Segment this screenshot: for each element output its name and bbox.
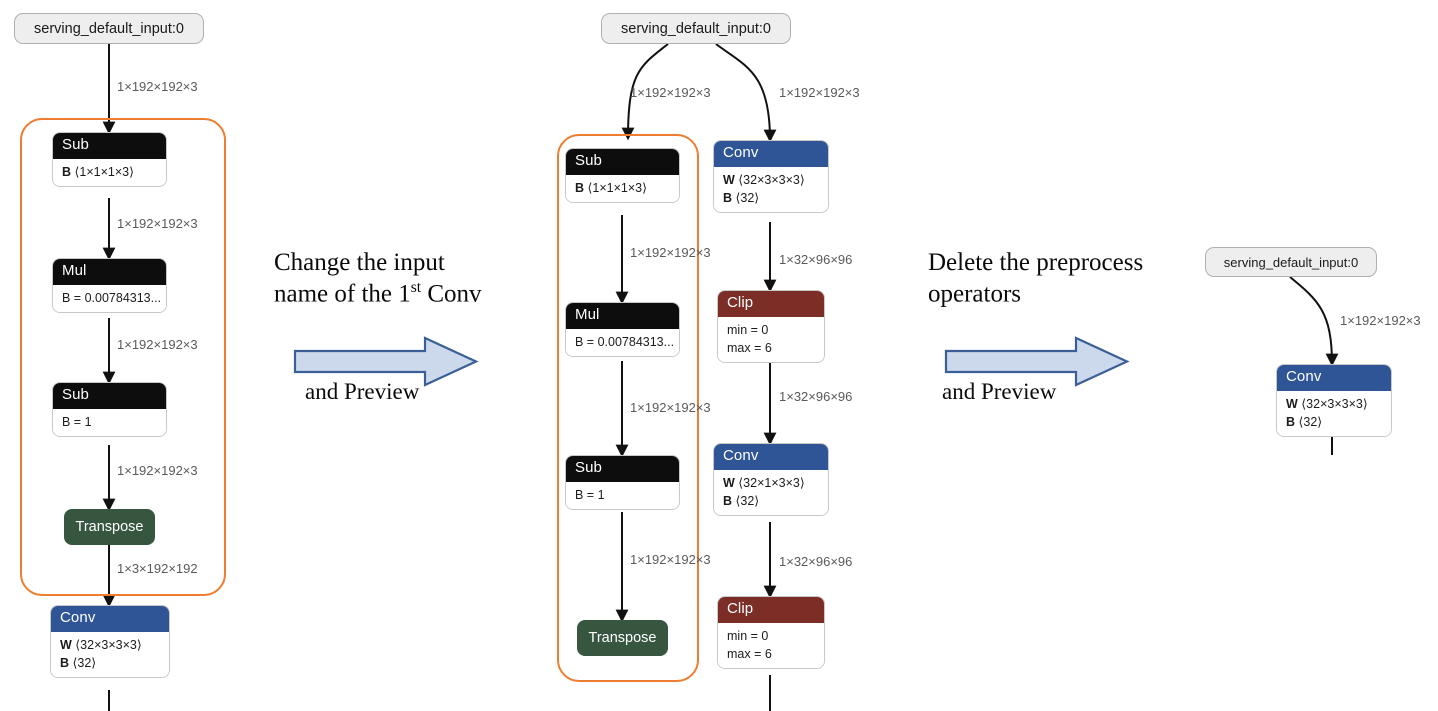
node-body: W ⟨32×3×3×3⟩ B ⟨32⟩ <box>51 631 169 677</box>
node-clip-2-middle[interactable]: Clip min = 0 max = 6 <box>717 596 825 669</box>
node-attr-row: W ⟨32×3×3×3⟩ <box>60 637 142 652</box>
node-header: Conv <box>1277 365 1391 391</box>
node-header: Sub <box>566 149 679 175</box>
step-1-arrow <box>293 336 479 393</box>
node-attr-row: B ⟨32⟩ <box>723 493 760 508</box>
annotation-step-1-caption: and Preview <box>305 379 420 404</box>
node-header: Clip <box>718 291 824 317</box>
edge-label: 1×32×96×96 <box>779 389 853 404</box>
input-node-left[interactable]: serving_default_input:0 <box>14 13 204 44</box>
edge-label: 1×192×192×3 <box>630 400 711 415</box>
node-header: Conv <box>51 606 169 632</box>
node-attr-row: max = 6 <box>727 646 772 661</box>
node-body: B ⟨1×1×1×3⟩ <box>53 158 166 186</box>
node-conv-1-middle[interactable]: Conv W ⟨32×3×3×3⟩ B ⟨32⟩ <box>713 140 829 213</box>
node-attr-row: B = 0.00784313... <box>575 334 675 349</box>
preprocess-group-box-left <box>20 118 226 596</box>
node-attr-row: B = 1 <box>62 414 92 429</box>
node-conv-2-middle[interactable]: Conv W ⟨32×1×3×3⟩ B ⟨32⟩ <box>713 443 829 516</box>
annotation-text: name of the 1 <box>274 280 411 308</box>
annotation-step-2-caption: and Preview <box>942 379 1057 404</box>
edge-label: 1×192×192×3 <box>630 552 711 567</box>
node-attr-row: W ⟨32×3×3×3⟩ <box>1286 396 1368 411</box>
annotation-step-2-line1: Delete the preprocess <box>928 249 1144 276</box>
node-header: Sub <box>53 133 166 159</box>
edge-label: 1×192×192×3 <box>117 463 198 478</box>
node-attr-row: min = 0 <box>727 628 769 643</box>
node-header: Conv <box>714 444 828 470</box>
node-attr-row: B ⟨1×1×1×3⟩ <box>575 180 647 195</box>
node-body: B = 1 <box>566 481 679 509</box>
node-transpose-left[interactable]: Transpose <box>64 509 155 545</box>
edge-label: 1×192×192×3 <box>779 85 860 100</box>
node-sub-2-middle[interactable]: Sub B = 1 <box>565 455 680 510</box>
right-arrow-icon <box>944 336 1130 387</box>
node-header: Mul <box>566 303 679 329</box>
node-attr-row: B ⟨32⟩ <box>1286 414 1323 429</box>
annotation-step-1-line1: Change the input <box>274 249 445 276</box>
node-body: B = 0.00784313... <box>53 284 166 312</box>
edge-label: 1×192×192×3 <box>117 337 198 352</box>
annotation-text: Conv <box>421 280 482 308</box>
node-body: min = 0 max = 6 <box>718 316 824 362</box>
node-body: B ⟨1×1×1×3⟩ <box>566 174 679 202</box>
annotation-step-1-line2: name of the 1st Conv <box>274 279 482 310</box>
node-header: Conv <box>714 141 828 167</box>
step-2-arrow <box>944 336 1130 393</box>
node-body: B = 1 <box>53 408 166 436</box>
node-body: W ⟨32×3×3×3⟩ B ⟨32⟩ <box>1277 390 1391 436</box>
node-conv-right[interactable]: Conv W ⟨32×3×3×3⟩ B ⟨32⟩ <box>1276 364 1392 437</box>
node-sub-1-middle[interactable]: Sub B ⟨1×1×1×3⟩ <box>565 148 680 203</box>
node-mul-middle[interactable]: Mul B = 0.00784313... <box>565 302 680 357</box>
node-attr-row: max = 6 <box>727 340 772 355</box>
edge-label: 1×32×96×96 <box>779 554 853 569</box>
node-attr-row: B = 0.00784313... <box>62 290 162 305</box>
input-node-right[interactable]: serving_default_input:0 <box>1205 247 1377 277</box>
edge-label: 1×192×192×3 <box>117 216 198 231</box>
node-body: min = 0 max = 6 <box>718 622 824 668</box>
annotation-step-2-line2: operators <box>928 279 1021 310</box>
input-node-middle[interactable]: serving_default_input:0 <box>601 13 791 44</box>
node-body: W ⟨32×3×3×3⟩ B ⟨32⟩ <box>714 166 828 212</box>
right-arrow-icon <box>293 336 479 387</box>
node-attr-row: B ⟨32⟩ <box>60 655 97 670</box>
node-clip-1-middle[interactable]: Clip min = 0 max = 6 <box>717 290 825 363</box>
node-attr-row: B = 1 <box>575 487 605 502</box>
node-conv-left[interactable]: Conv W ⟨32×3×3×3⟩ B ⟨32⟩ <box>50 605 170 678</box>
node-header: Mul <box>53 259 166 285</box>
node-attr-row: B ⟨32⟩ <box>723 190 760 205</box>
annotation-text: operators <box>928 280 1022 308</box>
preprocess-group-box-middle <box>557 134 699 682</box>
node-header: Sub <box>566 456 679 482</box>
node-attr-row: min = 0 <box>727 322 769 337</box>
node-transpose-middle[interactable]: Transpose <box>577 620 668 656</box>
node-body: W ⟨32×1×3×3⟩ B ⟨32⟩ <box>714 469 828 515</box>
node-header: Clip <box>718 597 824 623</box>
edge-label: 1×3×192×192 <box>117 561 198 576</box>
node-sub-2-left[interactable]: Sub B = 1 <box>52 382 167 437</box>
node-mul-left[interactable]: Mul B = 0.00784313... <box>52 258 167 313</box>
edge-label: 1×192×192×3 <box>1340 313 1421 328</box>
node-body: B = 0.00784313... <box>566 328 679 356</box>
edge-label: 1×192×192×3 <box>630 85 711 100</box>
edge-label: 1×192×192×3 <box>117 79 198 94</box>
node-sub-1-left[interactable]: Sub B ⟨1×1×1×3⟩ <box>52 132 167 187</box>
node-attr-row: W ⟨32×3×3×3⟩ <box>723 172 805 187</box>
edge-label: 1×32×96×96 <box>779 252 853 267</box>
edge-label: 1×192×192×3 <box>630 245 711 260</box>
node-attr-row: W ⟨32×1×3×3⟩ <box>723 475 805 490</box>
node-attr-row: B ⟨1×1×1×3⟩ <box>62 164 134 179</box>
node-header: Sub <box>53 383 166 409</box>
annotation-superscript: st <box>410 279 422 296</box>
